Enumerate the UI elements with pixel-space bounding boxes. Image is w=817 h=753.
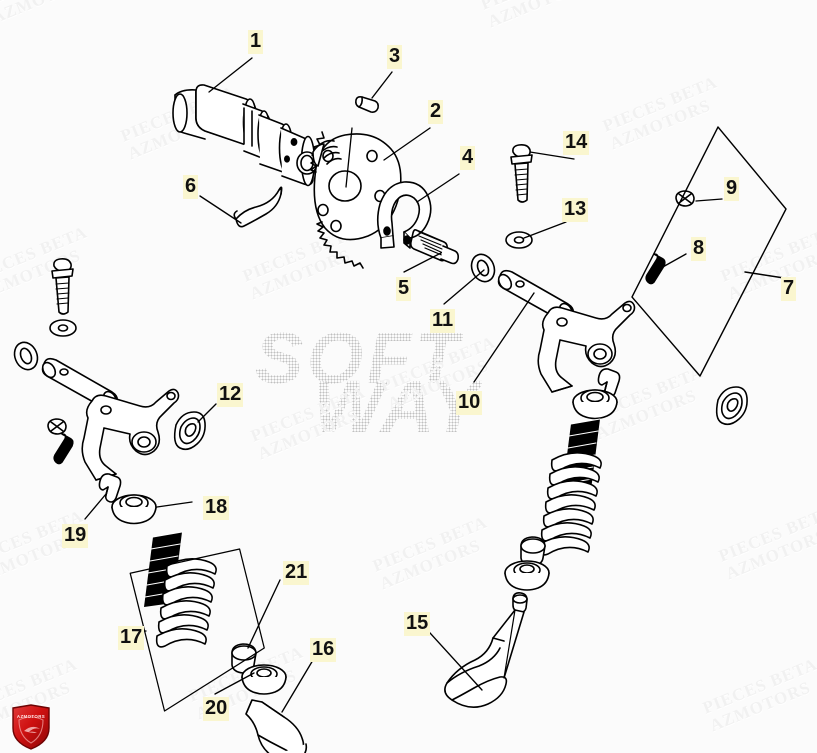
part-outer-spring-left <box>155 558 217 648</box>
part-nut-left <box>47 418 67 435</box>
callout-valve-stem-seal-plate[interactable]: 12 <box>217 383 244 407</box>
part-spring-retainer-upper <box>572 389 618 420</box>
part-o-ring-11 <box>470 253 496 283</box>
part-collet-21 <box>231 643 257 674</box>
part-roll-pin-8 <box>645 253 666 285</box>
part-roll-pin-left <box>53 433 74 465</box>
part-flange-bolt-14 <box>510 144 533 203</box>
part-rocker-arm-left <box>41 357 180 481</box>
part-exhaust-valve-15 <box>444 592 528 708</box>
part-camshaft <box>172 84 318 187</box>
callout-roll-pin[interactable]: 8 <box>691 237 707 261</box>
callout-valve-collet-keeper[interactable]: 21 <box>283 561 310 585</box>
part-valve-seal-right <box>504 560 550 591</box>
callout-dowel-pin[interactable]: 3 <box>387 45 403 69</box>
part-seal-plate-12 <box>173 411 206 451</box>
leader-lines <box>84 57 723 713</box>
part-intake-valve-16 <box>245 699 308 753</box>
callout-timing-gear-sprocket[interactable]: 2 <box>428 100 444 124</box>
part-washer-left <box>49 319 77 337</box>
shield-icon <box>12 704 50 750</box>
part-washer-13 <box>505 231 533 249</box>
callout-flange-bolt[interactable]: 14 <box>563 131 590 155</box>
part-dowel-pin <box>355 96 379 113</box>
part-seal-plate-right <box>715 386 748 426</box>
part-7-bracket <box>631 126 787 377</box>
callout-exhaust-valve[interactable]: 15 <box>404 612 431 636</box>
callout-adjuster-nut[interactable]: 9 <box>724 177 740 201</box>
part-spring-retainer-20 <box>241 664 287 695</box>
badge-label: AZMOTORS <box>16 714 46 719</box>
callout-o-ring[interactable]: 11 <box>430 309 456 333</box>
callout-washer[interactable]: 13 <box>562 198 589 222</box>
callout-spring-clip[interactable]: 6 <box>183 175 199 199</box>
part-right-valve-stack <box>504 368 621 591</box>
part-outer-spring-right <box>538 452 602 556</box>
callout-spring-seat-retainer[interactable]: 18 <box>203 496 230 520</box>
callout-spring-retainer-lower[interactable]: 20 <box>203 697 230 721</box>
callout-rocker-arm-shaft[interactable]: 10 <box>456 391 483 415</box>
part-decompression-lever <box>376 181 432 249</box>
part-lever-bolt <box>410 229 459 265</box>
callout-valve-cotter-collet[interactable]: 19 <box>62 524 89 548</box>
callout-camshaft[interactable]: 1 <box>248 30 264 54</box>
callout-rocker-arm-assembly-bracket[interactable]: 7 <box>781 277 797 301</box>
callout-intake-valve[interactable]: 16 <box>310 638 337 662</box>
azmotors-badge: AZMOTORS <box>10 704 52 750</box>
part-spring-clip <box>233 186 283 228</box>
part-spring-seat-18 <box>111 494 157 525</box>
part-o-ring-left <box>13 341 39 371</box>
callout-valve-spring-set[interactable]: 17 <box>118 626 145 650</box>
part-rocker-arm-right <box>497 269 636 393</box>
callout-decompression-lever[interactable]: 4 <box>460 146 476 170</box>
callout-bolt-lever[interactable]: 5 <box>396 277 412 301</box>
part-flange-bolt-left <box>51 258 74 315</box>
